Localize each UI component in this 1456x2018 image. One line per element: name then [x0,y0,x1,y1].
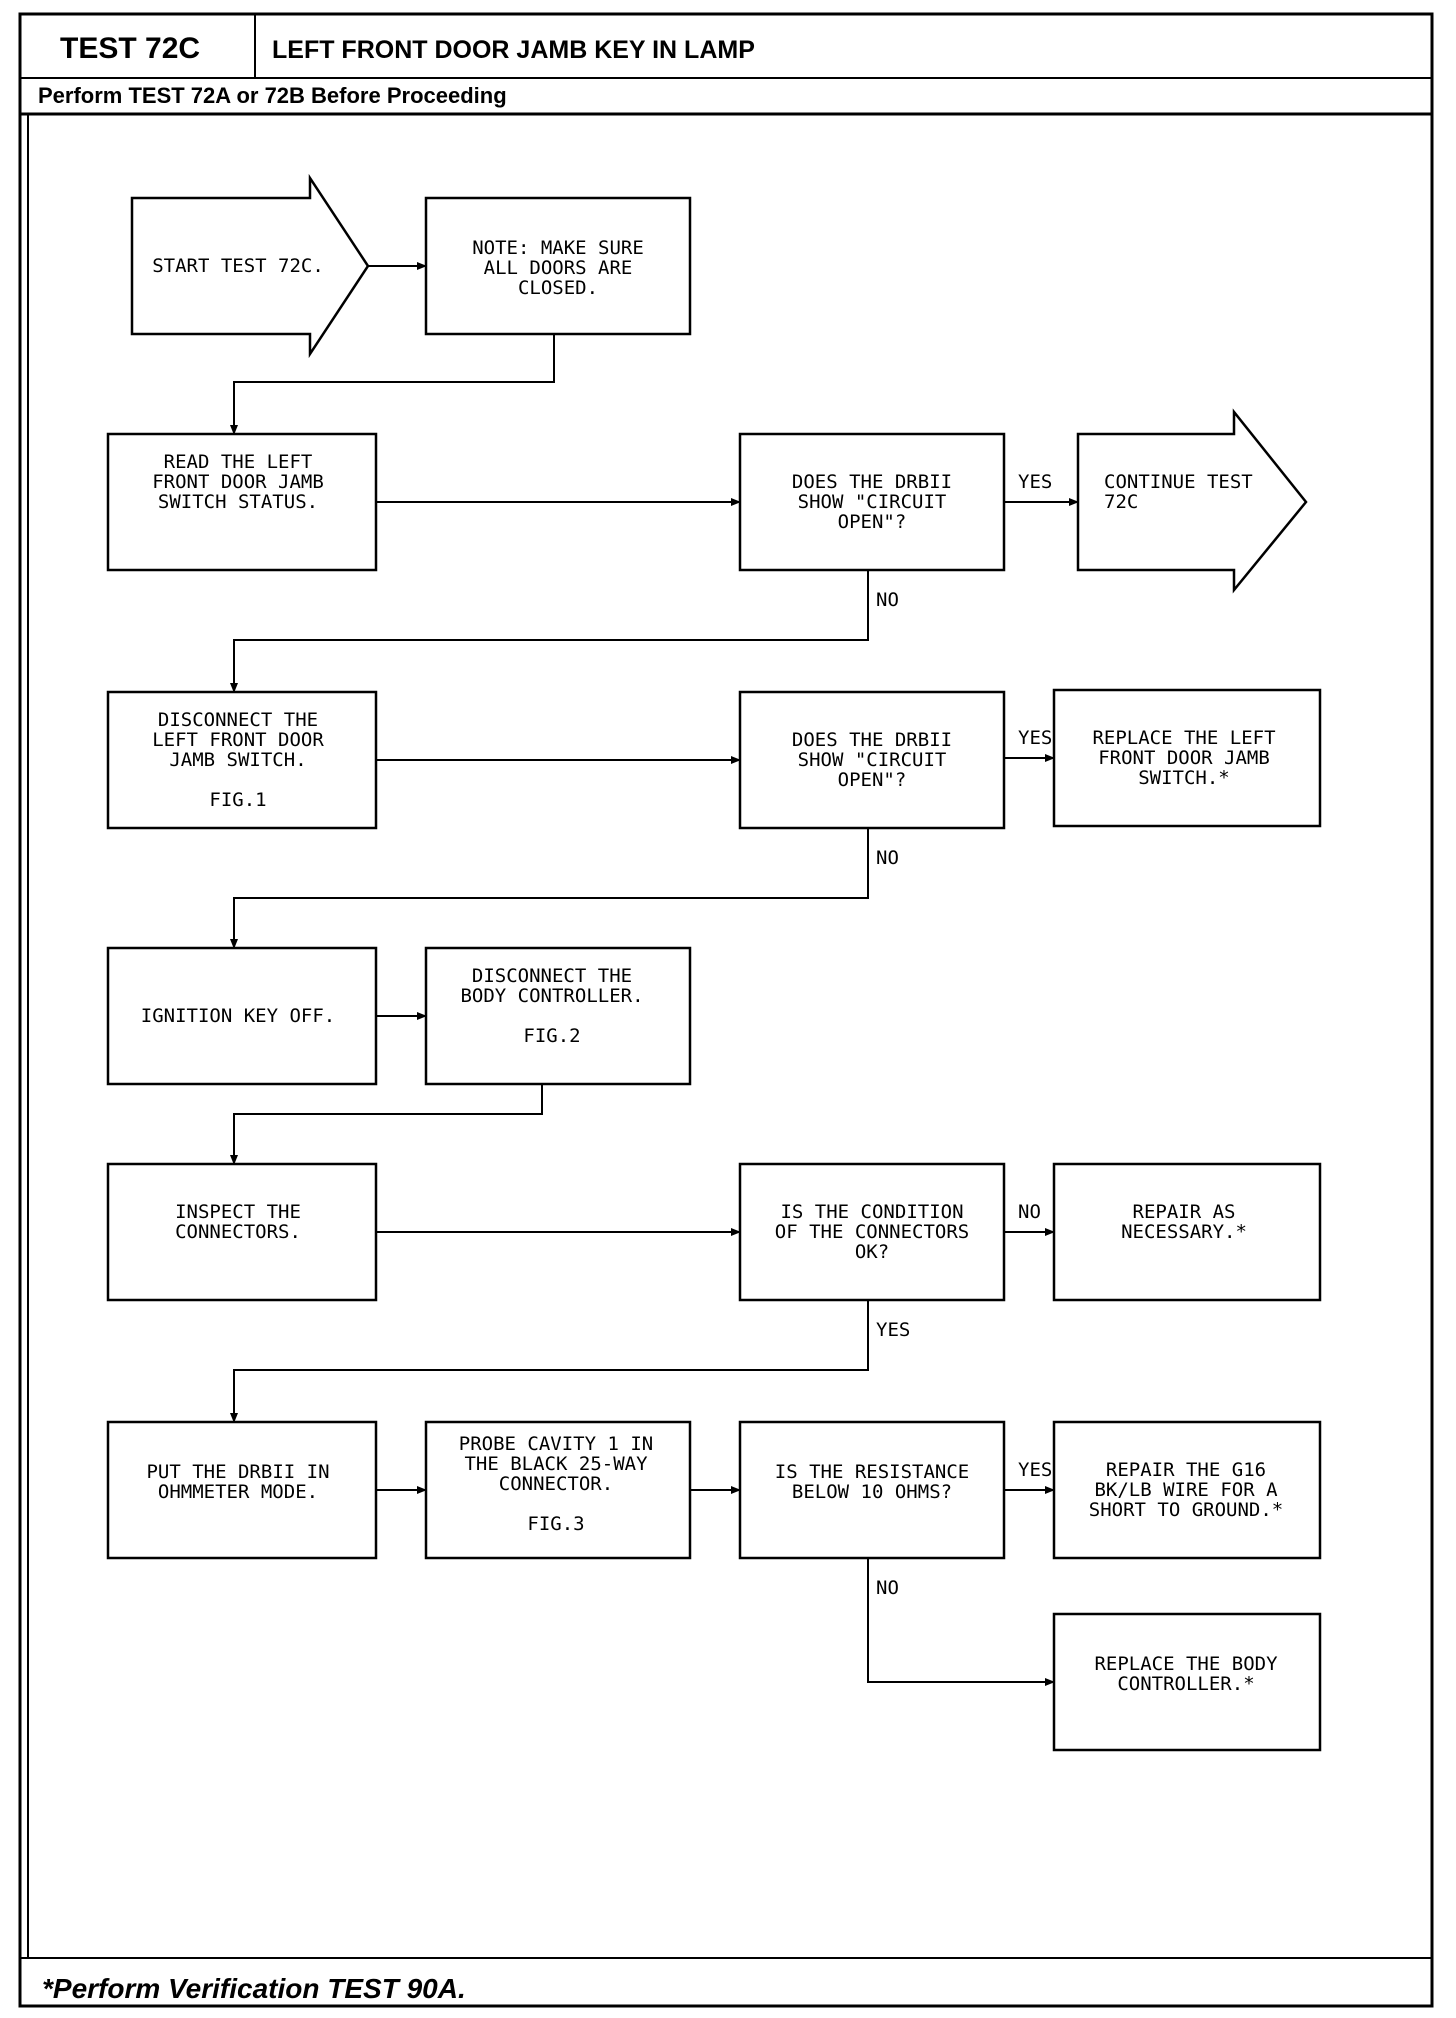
box-text-line: BELOW 10 OHMS? [792,1481,952,1503]
label-yes-3: YES [876,1319,910,1341]
box-text-line: SHOW "CIRCUIT [798,491,947,513]
box-text-line: SHORT TO GROUND.* [1089,1499,1283,1521]
page-border [18,12,1434,2008]
box-text-line: JAMB SWITCH. [169,749,306,771]
box-text-line: CONNECTORS. [175,1221,301,1243]
box-text-line: SWITCH.* [1138,767,1230,789]
box-text-line: CONNECTOR. [499,1473,613,1495]
box-text-line: FIG.1 [209,789,266,811]
box-text-line: REPLACE THE BODY [1094,1653,1278,1675]
box-text-line: CLOSED. [518,277,598,299]
arrow-q1-no [230,570,869,693]
box-text-line: REPLACE THE LEFT [1092,727,1275,749]
label-yes-4: YES [1018,1459,1052,1481]
box-text-line: DOES THE DRBII [792,729,952,751]
box-text-line: FRONT DOOR JAMB [152,471,324,493]
label-no-4: NO [876,1577,899,1599]
box-text-line: OPEN"? [838,769,907,791]
box-text-line: IS THE RESISTANCE [775,1461,969,1483]
ignition-off-text: IGNITION KEY OFF. [141,1005,335,1027]
box-text-line: INSPECT THE [175,1201,301,1223]
start-arrow-box [130,173,370,359]
box-text-line: BODY CONTROLLER. [460,985,643,1007]
box-text-line: NOTE: MAKE SURE [472,237,644,259]
box-text-line: DISCONNECT THE [158,709,318,731]
box-text-line: NECESSARY.* [1121,1221,1247,1243]
label-yes-2: YES [1018,727,1052,749]
box-text-line: ALL DOORS ARE [484,257,633,279]
label-no-1: NO [876,589,899,611]
box-text-line: FIG.3 [527,1513,584,1535]
box-text-line: OHMMETER MODE. [158,1481,318,1503]
footer-note: *Perform Verification TEST 90A. [42,1973,466,2004]
box-text-line: FIG.2 [523,1025,580,1047]
box-text-line: CONTROLLER.* [1117,1673,1254,1695]
box-text-line: OF THE CONNECTORS [775,1221,969,1243]
test-id: TEST 72C [60,32,200,65]
box-text-line: START TEST 72C. [152,255,324,277]
box-text-line: SWITCH STATUS. [158,491,318,513]
box-text-line: SHOW "CIRCUIT [798,749,947,771]
box-text-line: THE BLACK 25-WAY [464,1453,648,1475]
label-no-2: NO [876,847,899,869]
box-text-line: PUT THE DRBII IN [146,1461,329,1483]
box-text-line: CONTINUE TEST [1104,471,1253,493]
box-text-line: REPAIR AS [1133,1201,1236,1223]
box-text-line: REPAIR THE G16 [1106,1459,1266,1481]
arrow-q2-no [230,828,869,949]
arrow-q4-no [867,1558,1055,1686]
box-text-line: OPEN"? [838,511,907,533]
start-text: START TEST 72C. [152,255,324,277]
box-text-line: IGNITION KEY OFF. [141,1005,335,1027]
box-text-line: 72C [1104,491,1138,513]
label-no-3: NO [1018,1201,1041,1223]
box-text-line: DOES THE DRBII [792,471,952,493]
box-text-line: READ THE LEFT [164,451,313,473]
box-text-line: OK? [855,1241,889,1263]
box-text-line: BK/LB WIRE FOR A [1094,1479,1278,1501]
box-text-line: IS THE CONDITION [780,1201,963,1223]
box-text-line: PROBE CAVITY 1 IN [459,1433,653,1455]
label-yes-1: YES [1018,471,1052,493]
box-text-line: LEFT FRONT DOOR [152,729,324,751]
arrow-note-to-read [230,334,555,435]
box-text-line: DISCONNECT THE [472,965,632,987]
page-title: LEFT FRONT DOOR JAMB KEY IN LAMP [272,36,755,64]
page-subtitle: Perform TEST 72A or 72B Before Proceedin… [38,83,507,108]
box-text-line: FRONT DOOR JAMB [1098,747,1270,769]
arrow-body-to-inspect [230,1084,543,1165]
arrow-q3-yes [230,1300,869,1423]
continue-arrow-box [1076,408,1308,594]
